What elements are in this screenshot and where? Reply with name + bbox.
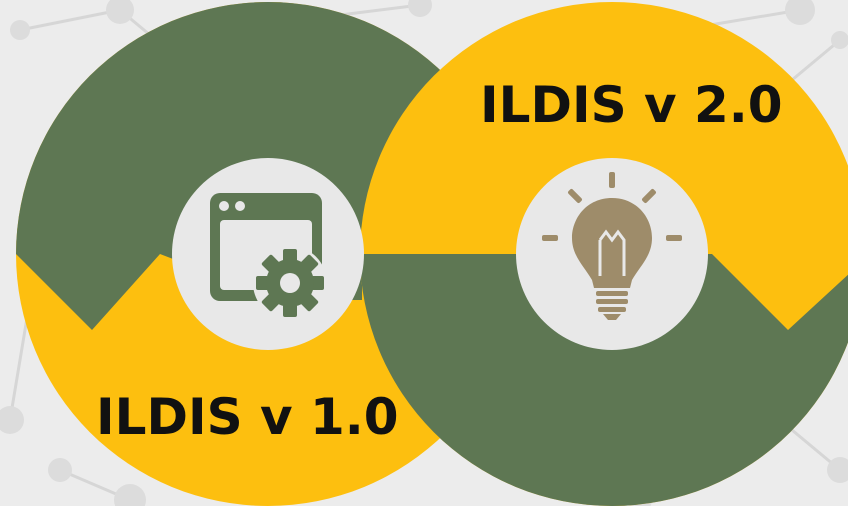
application-settings-icon <box>210 193 327 320</box>
version-2-label: ILDIS v 2.0 <box>480 76 783 134</box>
lightbulb-icon <box>542 172 682 320</box>
right-loop-green-half <box>360 254 848 506</box>
version-1-label: ILDIS v 1.0 <box>96 388 399 446</box>
